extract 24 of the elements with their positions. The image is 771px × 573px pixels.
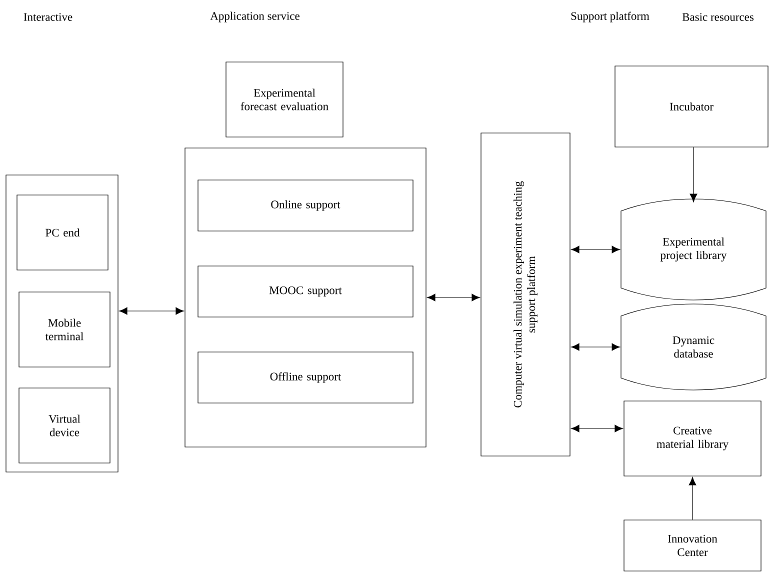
process-box: Offline support [198, 352, 414, 404]
process-box: Innovation Center [624, 520, 762, 572]
process-box: Mobile terminal [18, 292, 110, 368]
column-heading: Support platform [571, 12, 650, 22]
arrow [571, 343, 620, 351]
column-heading: Application service [210, 12, 300, 22]
process-box: Creative material library [624, 400, 762, 476]
process-box: Virtual device [18, 388, 110, 464]
process-box: PC end [16, 194, 108, 270]
group-box [184, 148, 426, 448]
group-box [6, 174, 118, 472]
platform-box: Computer virtual simulation experiment teaching support platform [480, 132, 570, 456]
arrow [571, 246, 620, 254]
arrow [119, 307, 184, 315]
column-heading: Basic resources [682, 13, 754, 21]
column-heading: Interactive [24, 13, 72, 21]
arrow [571, 424, 623, 432]
process-box: Incubator [614, 66, 768, 148]
arrow [688, 477, 696, 520]
process-box: Experimental forecast evaluation [226, 62, 344, 138]
arrow [690, 147, 698, 202]
process-box: MOOC support [198, 266, 414, 318]
process-box: Online support [198, 180, 414, 232]
arrow [427, 294, 480, 302]
